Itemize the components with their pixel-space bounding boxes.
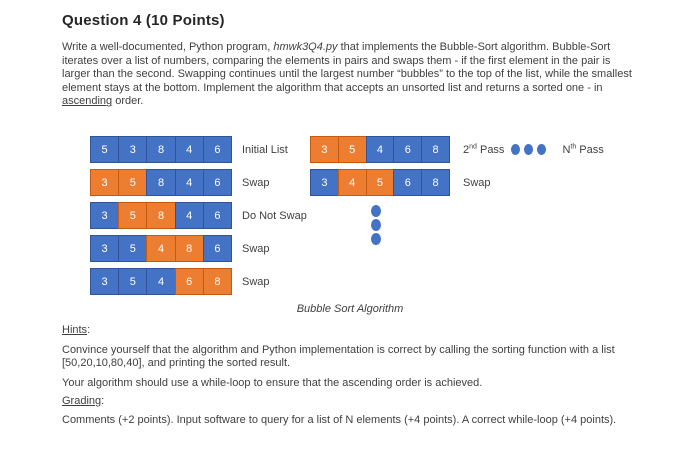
list-cell-orange: 5 (337, 136, 367, 163)
ellipsis-dot-icon (371, 205, 381, 217)
ellipsis-dot-icon (511, 144, 521, 155)
list-cell-orange: 4 (146, 235, 176, 262)
list-cell-blue: 6 (202, 235, 233, 262)
list-cell-blue: 5 (118, 235, 148, 262)
hints-heading-text: Hints (62, 324, 88, 336)
list-cell-blue: 3 (90, 268, 120, 295)
row-label: Swap (463, 176, 491, 189)
list-cell-blue: 6 (393, 136, 423, 163)
list-cell-blue: 6 (202, 136, 233, 163)
row-label: 2nd Pass (463, 142, 505, 156)
list-cell-blue: 3 (90, 235, 120, 262)
list-cell-blue: 5 (90, 136, 120, 163)
list-cell-blue: 5 (118, 268, 148, 295)
list-cell-orange: 6 (174, 268, 204, 295)
intro-paragraph: Write a well-documented, Python program,… (62, 41, 632, 109)
list-cell-orange: 8 (146, 202, 176, 229)
intro-line-5-post: order. (112, 95, 144, 108)
row-label: Do Not Swap (242, 209, 307, 222)
list-cell-blue: 8 (146, 136, 176, 163)
list-cell-blue: 4 (174, 136, 204, 163)
hints-line-2: [50,20,10,80,40], and printing the sorte… (62, 356, 291, 369)
grading-detail: Comments (+2 points). Input software to … (62, 414, 617, 426)
ellipsis-dot-icon (524, 144, 534, 155)
list-cell-blue: 6 (393, 169, 423, 196)
ascending-underlined: ascending (62, 95, 113, 108)
intro-line-3: larger than the second. Swapping continu… (62, 68, 632, 81)
nth-pass-label: Nth Pass (562, 142, 604, 156)
list-cell-blue: 3 (310, 169, 339, 196)
list-cell-blue: 6 (202, 169, 233, 196)
list-cell-blue: 4 (174, 202, 204, 229)
grading-heading-colon: : (101, 395, 105, 407)
vertical-ellipsis (371, 205, 381, 245)
list-cell-blue: 4 (365, 136, 395, 163)
row-label: Swap (242, 176, 270, 189)
list-cell-orange: 5 (118, 202, 148, 229)
hints-line-1: Convince yourself that the algorithm and… (62, 344, 615, 356)
row-label: Swap (242, 242, 270, 255)
list-cell-orange: 8 (174, 235, 204, 262)
list-cell-orange: 8 (202, 268, 233, 295)
intro-line-4: element stays at the bottom. Implement t… (62, 81, 603, 94)
grading-heading: Grading: (62, 395, 104, 407)
while-loop-note: Your algorithm should use a while-loop t… (62, 377, 483, 389)
list-cell-blue: 3 (118, 136, 148, 163)
list-cell-orange: 4 (337, 169, 367, 196)
horizontal-ellipsis (511, 144, 547, 155)
list-cell-orange: 5 (365, 169, 395, 196)
list-cell-blue: 4 (174, 169, 204, 196)
row-label: Swap (242, 275, 270, 288)
diagram-caption: Bubble Sort Algorithm (296, 303, 404, 315)
list-cell-blue: 8 (421, 169, 450, 196)
question-title: Question 4 (10 Points) (62, 12, 225, 29)
intro-line-1-pre: Write a well-documented, Python program, (62, 41, 274, 53)
grading-heading-text: Grading (62, 395, 102, 407)
hints-paragraph: Convince yourself that the algorithm and… (62, 344, 615, 370)
list-cell-orange: 3 (310, 136, 339, 163)
intro-line-1: Write a well-documented, Python program,… (62, 41, 632, 55)
hints-heading-colon: : (87, 324, 91, 336)
intro-line-1-post: that implements the Bubble-Sort algorith… (337, 41, 611, 53)
list-cell-orange: 3 (90, 169, 120, 196)
row-label: Initial List (242, 143, 288, 156)
intro-line-2: iterates over a list of numbers, compari… (62, 54, 611, 67)
list-cell-blue: 6 (202, 202, 233, 229)
list-cell-blue: 4 (146, 268, 176, 295)
intro-line-5: ascending order. (62, 95, 632, 109)
list-cell-blue: 3 (90, 202, 120, 229)
ellipsis-dot-icon (371, 219, 381, 231)
intro-filename: hmwk3Q4.py (273, 41, 338, 53)
ellipsis-dot-icon (537, 144, 547, 155)
ellipsis-dot-icon (371, 233, 381, 245)
list-cell-orange: 5 (118, 169, 148, 196)
list-cell-blue: 8 (146, 169, 176, 196)
hints-heading: Hints: (62, 324, 90, 336)
list-cell-blue: 8 (421, 136, 450, 163)
